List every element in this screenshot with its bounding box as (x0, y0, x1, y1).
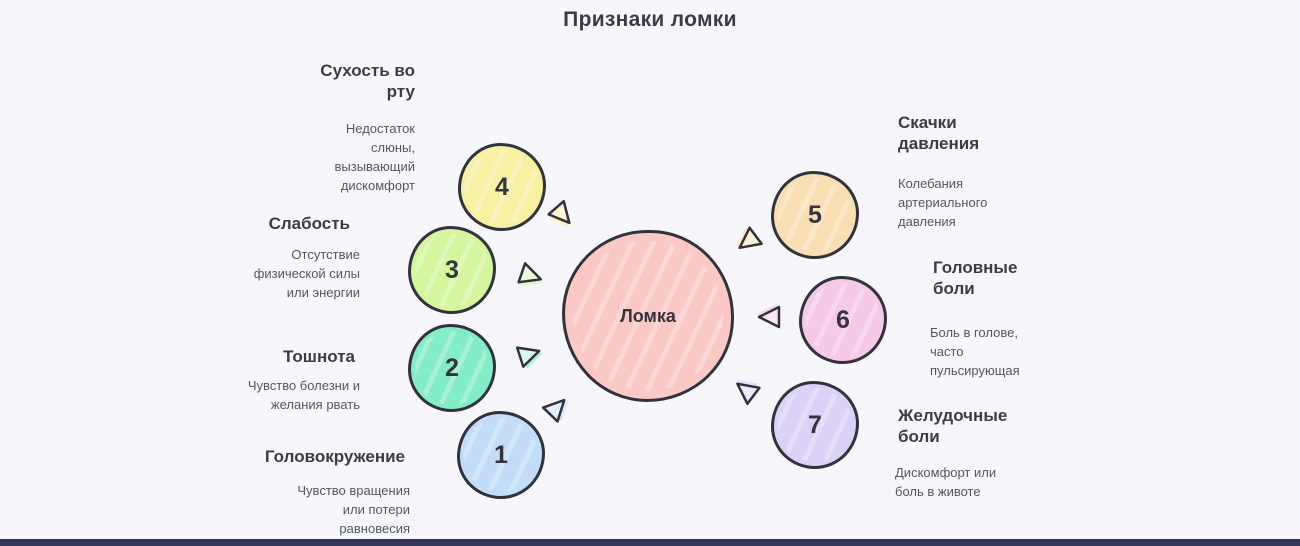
item-5-description: Колебания артериального давления (898, 176, 988, 229)
item-1-description: Чувство вращения или потери равновесия (297, 483, 410, 536)
node-4-number: 4 (495, 172, 509, 201)
node-4-dry-mouth: 4 (458, 143, 546, 231)
node-1-number: 1 (494, 440, 508, 469)
item-7-description: Дискомфорт или боль в животе (895, 465, 997, 499)
node-5-number: 5 (808, 200, 822, 229)
node-7-stomach: 7 (771, 381, 859, 469)
node-6-number: 6 (836, 305, 850, 334)
item-4-title: Сухость во рту (320, 61, 415, 102)
item-5-title: Скачки давления (898, 113, 980, 154)
diagram-title: Признаки ломки (563, 8, 737, 31)
node-7-number: 7 (808, 410, 822, 439)
arrow-icon-2 (515, 346, 543, 369)
footer-accent-bar (0, 539, 1300, 546)
arrow-icon-6 (756, 304, 781, 329)
item-6-description: Боль в голове, часто пульсирующая (930, 325, 1020, 378)
item-7-title: Желудочные боли (898, 406, 1008, 447)
node-3-number: 3 (445, 255, 459, 284)
arrow-icon-1 (541, 398, 569, 423)
arrow-icon-5 (735, 226, 763, 250)
node-5-pressure: 5 (771, 171, 859, 259)
item-2-description: Чувство болезни и желания рвать (247, 378, 360, 412)
node-2-nausea: 2 (408, 324, 496, 412)
center-node-label: Ломка (620, 305, 676, 326)
node-2-number: 2 (445, 353, 459, 382)
item-6-title: Головные боли (933, 258, 1018, 299)
node-6-headache: 6 (799, 276, 887, 364)
item-4-description: Недостаток слюны, вызывающий дискомфорт (334, 121, 415, 193)
center-node: Ломка (562, 230, 734, 402)
arrow-icon-7 (736, 379, 761, 406)
item-1-title: Головокружение (264, 447, 405, 466)
node-3-weakness: 3 (408, 226, 496, 314)
node-1-dizziness: 1 (457, 411, 545, 499)
arrow-icon-3 (517, 262, 543, 287)
item-2-title: Тошнота (283, 347, 355, 366)
arrow-icon-4 (547, 199, 571, 228)
item-3-title: Слабость (268, 214, 350, 233)
item-3-description: Отсутствие физической силы или энергии (253, 247, 360, 300)
